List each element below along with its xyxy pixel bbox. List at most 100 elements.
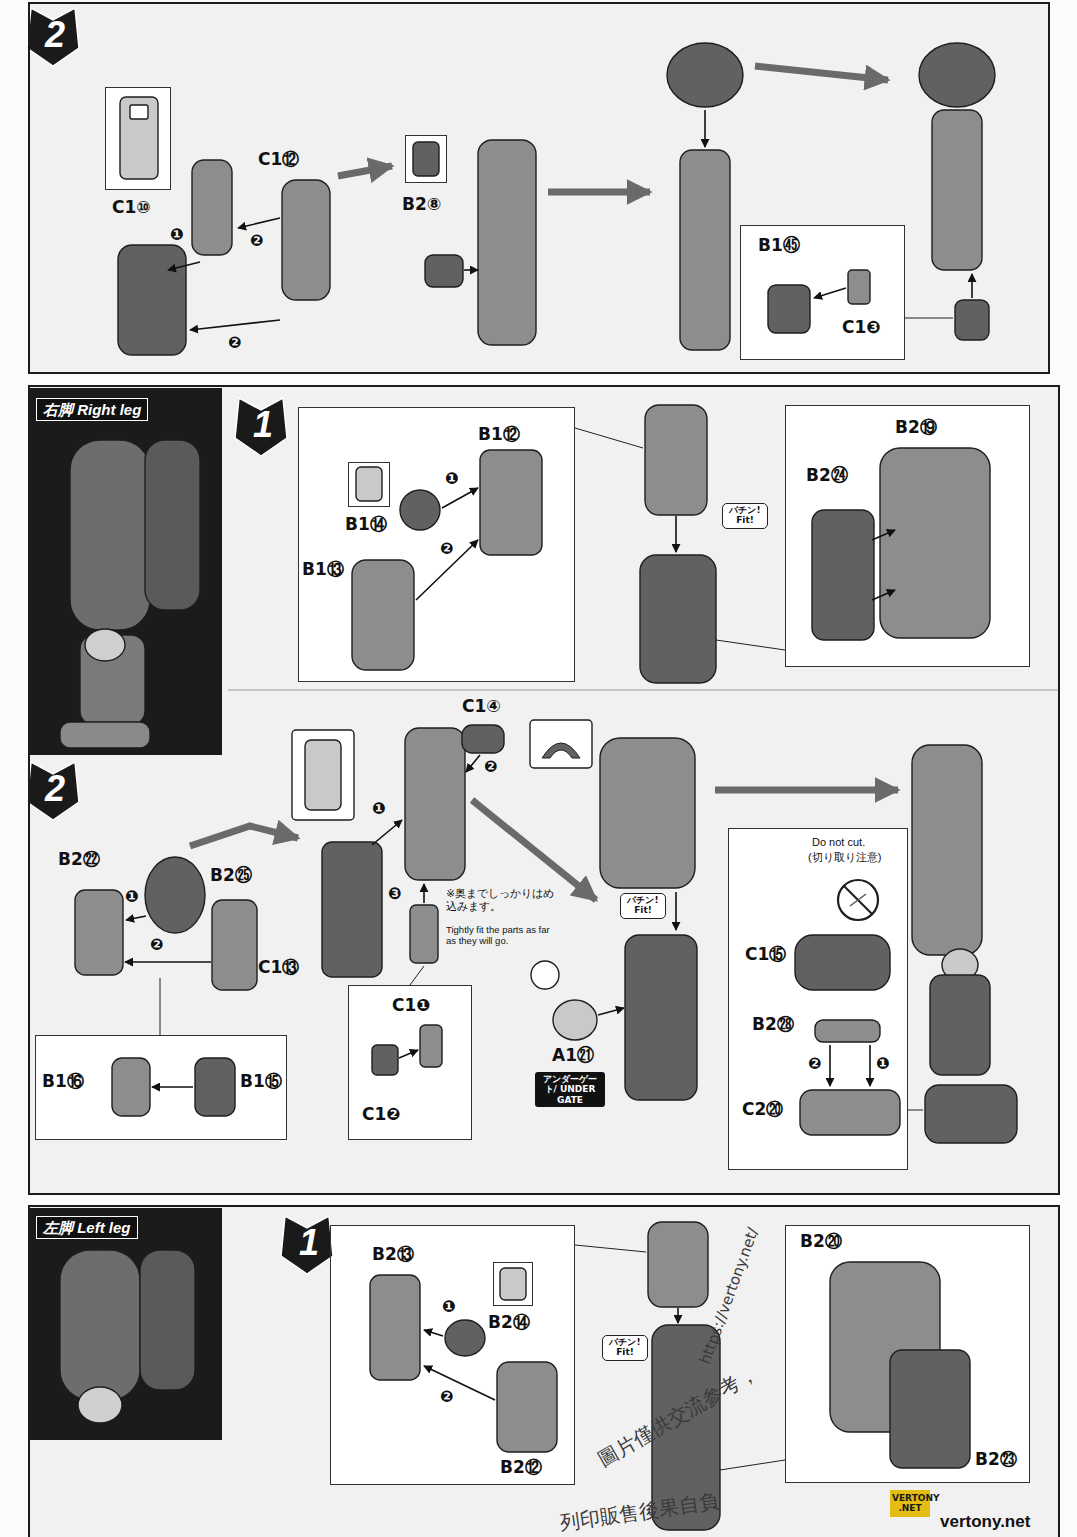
detail-ground: [348, 462, 390, 507]
section-header: 右脚 Right leg: [36, 398, 148, 421]
assembly-arrow: [971, 274, 973, 298]
detail-box: B1㊺C1❸: [740, 225, 905, 360]
detail-box: Do not cut.(切り取り注意)C1⑮B2㉘❷❶C2⑳: [728, 828, 908, 1170]
header-photo: [30, 1208, 222, 1440]
part-label: B2⑬: [372, 1245, 414, 1265]
kit-part: [372, 1045, 398, 1075]
note: ※奥までしっかりはめ込みます。: [446, 888, 558, 913]
kit-part: [890, 1350, 970, 1468]
watermark: https://vertony.net/: [697, 1226, 762, 1367]
kit-part: [322, 842, 382, 977]
step-arrow: [190, 826, 298, 846]
instruction-panel: B2⑭B2⑬❶❷B2⑫B2⑳B2㉓左脚 Left leg1: [28, 1205, 1060, 1537]
kit-part: [445, 1320, 485, 1356]
assembly-arrow: [416, 540, 478, 600]
part-label: B1⑫: [478, 425, 520, 445]
detail-ground: [785, 405, 1030, 667]
detail-ground: [785, 1225, 1030, 1483]
part-label: C2⑳: [742, 1100, 783, 1120]
caution-note: (切り取り注意): [808, 851, 881, 864]
leader-line: [160, 978, 161, 1035]
part-label: B2㉔: [806, 466, 848, 486]
kit-part: [75, 890, 123, 975]
kit-part: [118, 245, 186, 355]
panel-ground: [28, 2, 1050, 374]
kit-part: [925, 1085, 1017, 1143]
kit-part: [955, 300, 989, 340]
callout-number: ❸: [388, 885, 402, 903]
assembly-arrow: [704, 110, 706, 147]
part-label: B2㉒: [58, 850, 100, 870]
detail-sketch-part: [542, 743, 580, 758]
callout-number: ❶: [170, 226, 184, 244]
kit-part: [356, 467, 382, 501]
assembly-arrow: [869, 1045, 871, 1086]
kit-part: [880, 448, 990, 638]
assembly-arrow: [814, 288, 846, 298]
part-label: C1❸: [842, 318, 881, 338]
watermark: 列印販售後果自負: [558, 1490, 720, 1535]
detail-sketch: [530, 720, 592, 768]
gate-badge: アンダーゲート/ UNDER GATE: [535, 1072, 605, 1107]
photo-leg: [140, 1250, 195, 1390]
nipper-symbol: [850, 894, 866, 906]
detail-box: B1⑯B1⑮: [35, 1035, 287, 1140]
kit-part: [553, 1000, 597, 1040]
kit-part: [795, 935, 890, 990]
detail-box: C1⑩: [105, 87, 171, 190]
step-number: 1: [244, 404, 282, 445]
callout-number: ❶: [876, 1055, 890, 1073]
step-number: 2: [36, 14, 74, 55]
callout-number: ❶: [442, 1298, 456, 1316]
kit-part: [815, 1020, 880, 1042]
panel-ground: [28, 385, 1060, 1195]
step-badge: [235, 398, 287, 456]
assembly-arrow: [423, 884, 425, 903]
leader-line: [575, 1245, 646, 1252]
callout-number: ❶: [372, 800, 386, 818]
part-label: B2⑭: [488, 1313, 530, 1333]
kit-part: [680, 150, 730, 350]
assembly-arrow: [598, 1008, 624, 1015]
part-label: B2⑳: [800, 1232, 842, 1252]
kit-part: [192, 160, 232, 255]
kit-part: [425, 255, 463, 287]
assembly-arrow: [675, 516, 677, 552]
kit-part: [667, 43, 743, 107]
kit-part: [420, 1025, 442, 1067]
assembly-arrow: [126, 916, 146, 920]
kit-part: [112, 1058, 150, 1116]
part-label: C1❶: [392, 996, 431, 1016]
callout-number: ❷: [250, 232, 264, 250]
leader-line: [720, 1460, 785, 1470]
part-label: B2㉘: [752, 1015, 794, 1035]
kit-part: [212, 900, 257, 990]
part-label: C1⑫: [258, 150, 299, 170]
site-url: vertony.net: [940, 1512, 1030, 1532]
panel-ground: [28, 1205, 1060, 1537]
callout-number: ❷: [808, 1055, 822, 1073]
part-label: B2⑲: [895, 418, 937, 438]
callout-number: ❶: [445, 470, 459, 488]
kit-part: [932, 110, 982, 270]
assembly-arrow: [466, 755, 480, 772]
fit-badge: パチン! Fit!: [602, 1335, 648, 1361]
detail-ground: [405, 135, 447, 183]
detail-box: B2⑭B2⑬❶❷B2⑫: [330, 1225, 575, 1485]
no-cut-symbol: [838, 880, 878, 920]
kit-part: [145, 857, 205, 933]
kit-part: [130, 105, 148, 119]
leader-line: [908, 1110, 923, 1111]
part-label: C1⑮: [745, 945, 786, 965]
header-photo: [30, 388, 222, 755]
detail-ground: [740, 225, 905, 360]
kit-part: [413, 142, 439, 176]
kit-part: [282, 180, 330, 300]
watermark: 圖片僅供交流参考，: [594, 1362, 761, 1472]
step-divider: [228, 690, 1058, 691]
callout-number: ❷: [150, 936, 164, 954]
kit-part: [195, 1058, 235, 1116]
kit-part: [812, 510, 874, 640]
step-arrow: [548, 189, 650, 196]
